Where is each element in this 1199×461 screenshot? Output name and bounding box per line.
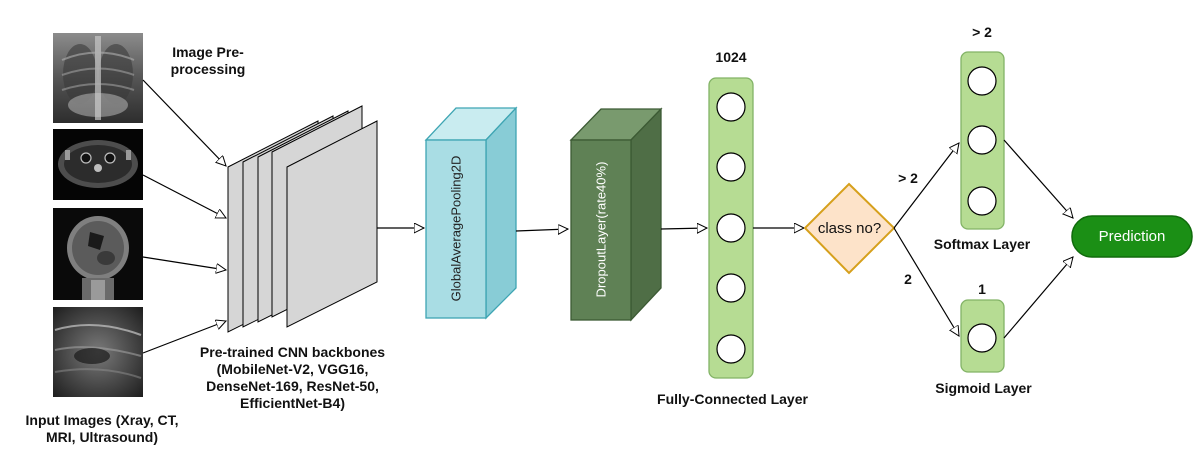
- prediction-node: [1071, 215, 1193, 258]
- arrow-dropout-to-fc: [660, 228, 707, 229]
- arrow-sigmoid-to-prediction: [1003, 257, 1073, 339]
- sigmoid-layer: [960, 299, 1005, 373]
- softmax-neuron: [967, 66, 997, 96]
- softmax-neuron: [967, 125, 997, 155]
- backbone-feature-stack: [227, 105, 378, 333]
- gap-layer-block: [424, 106, 518, 320]
- input-images-label: Input Images (Xray, CT, MRI, Ultrasound): [25, 412, 179, 445]
- decision-diamond: [803, 182, 896, 275]
- softmax-units-label: > 2: [972, 24, 992, 40]
- chest-xray-image: [53, 33, 143, 123]
- arrow-ultrasound-to-backbone: [142, 321, 226, 354]
- mri-scan-image: [53, 208, 143, 300]
- fc-layer: [708, 77, 754, 379]
- dropout-layer-block: [569, 107, 663, 322]
- fc-neuron: [716, 152, 746, 182]
- softmax-layer-label: Softmax Layer: [933, 236, 1031, 252]
- fc-neuron: [716, 213, 746, 243]
- preprocessing-label: Image Pre- processing: [170, 44, 246, 77]
- branch-binary-label: 2: [904, 271, 912, 287]
- fc-neuron: [716, 334, 746, 364]
- softmax-layer: [960, 51, 1005, 230]
- arrow-ct-to-backbone: [142, 174, 226, 219]
- arrow-gap-to-dropout: [515, 229, 568, 231]
- arrow-decision-to-softmax: [893, 143, 959, 229]
- sigmoid-layer-label: Sigmoid Layer: [935, 380, 1032, 396]
- arrow-mri-to-backbone: [142, 256, 226, 270]
- dropout-layer-label: DropoutLayer(rate40%): [593, 161, 609, 298]
- sigmoid-neuron: [967, 323, 997, 353]
- ct-scan-image: [53, 129, 143, 200]
- branch-multi-label: > 2: [898, 170, 918, 186]
- softmax-neuron: [967, 186, 997, 216]
- fc-layer-label: Fully-Connected Layer: [657, 391, 808, 407]
- arrow-decision-to-sigmoid: [893, 227, 959, 336]
- ultrasound-image: [53, 307, 143, 397]
- fc-units-label: 1024: [715, 49, 747, 65]
- gap-layer-label: GlobalAveragePooling2D: [448, 155, 464, 302]
- fc-neuron: [716, 92, 746, 122]
- decision-label: class no?: [817, 220, 882, 237]
- arrow-softmax-to-prediction: [1003, 139, 1073, 218]
- backbones-label: Pre-trained CNN backbones (MobileNet-V2,…: [199, 344, 386, 411]
- prediction-label: Prediction: [1098, 228, 1166, 245]
- arrow-xray-to-backbone: [142, 79, 226, 166]
- fc-neuron: [716, 273, 746, 303]
- sigmoid-units-label: 1: [978, 281, 986, 297]
